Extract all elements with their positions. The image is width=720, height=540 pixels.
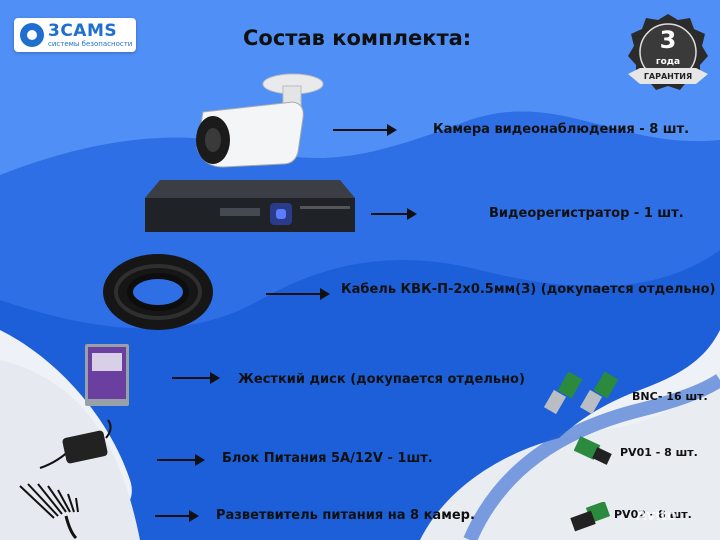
power-splitter-icon [19, 483, 79, 540]
warranty-number: 3 [659, 26, 677, 54]
cable-coil-icon [103, 254, 213, 330]
brand-name: 3CAMS [48, 21, 118, 41]
brand-tagline: системы безопасности [48, 40, 133, 48]
pv02-connector-icon [570, 502, 610, 532]
connector-label-pv01: PV01 - 8 шт. [620, 446, 698, 459]
pv01-connector-icon [574, 436, 612, 465]
hard-drive-icon [85, 344, 129, 406]
item-label-power: Блок Питания 5А/12V - 1шт. [222, 451, 433, 466]
warranty-seal-icon [628, 14, 708, 90]
watermark: Avito [636, 508, 677, 524]
arrow-icon [172, 372, 220, 384]
connector-label-bnc: BNC- 16 шт. [632, 390, 708, 403]
arrow-icon [371, 208, 417, 220]
dvr-icon [145, 180, 355, 232]
bnc-connector-icon [543, 371, 619, 415]
page-title: Состав комплекта: [243, 26, 472, 50]
warranty-word: года [655, 57, 681, 67]
warranty-badge: 3 года ГАРАНТИЯ [626, 12, 710, 96]
power-adapter-icon [39, 419, 112, 469]
item-label-splitter: Разветвитель питания на 8 камер. [216, 508, 475, 523]
item-label-hdd: Жесткий диск (докупается отдельно) [238, 372, 525, 387]
logo-mark-icon [20, 23, 44, 47]
arrow-icon [155, 510, 199, 522]
arrow-icon [333, 124, 397, 136]
item-label-dvr: Видеорегистратор - 1 шт. [489, 206, 684, 221]
arrow-icon [157, 454, 205, 466]
brand-logo: 3CAMS системы безопасности [14, 18, 136, 52]
arrow-icon [266, 288, 330, 300]
connector-label-pv02: PV02 - 8 шт. [614, 508, 692, 521]
item-label-camera: Камера видеонаблюдения - 8 шт. [433, 122, 690, 137]
item-label-cable: Кабель КВК-П-2х0.5мм(З) (докупается отде… [341, 282, 716, 297]
warranty-ribbon: ГАРАНТИЯ [643, 72, 693, 81]
camera-icon [196, 73, 324, 168]
